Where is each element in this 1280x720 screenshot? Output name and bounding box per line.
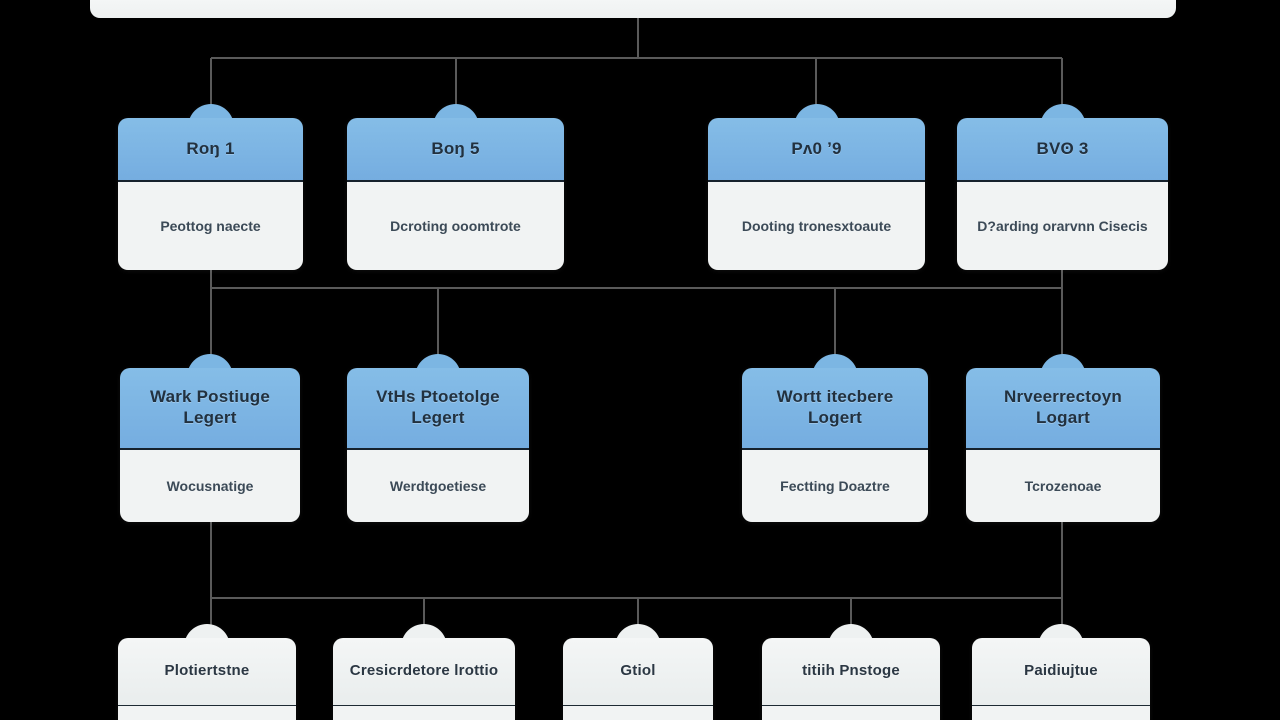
node-title: Pʌ0 ʼ9 (708, 118, 925, 182)
node-title: Boŋ 5 (347, 118, 564, 182)
node-title: Wark Postiuge Legert (120, 368, 300, 450)
node-subtitle: Werdtgoetiese (347, 450, 529, 522)
node-subtitle (563, 706, 713, 720)
node-subtitle: Dcroting ooomtrote (347, 182, 564, 270)
node-subtitle (972, 706, 1150, 720)
node-subtitle: Fectting Doaztre (742, 450, 928, 522)
node-row2-3[interactable]: Wortt itecbere Logert Fectting Doaztre (742, 354, 928, 522)
node-row1-2[interactable]: Boŋ 5 Dcroting ooomtrote (347, 104, 564, 270)
node-title: BVʘ 3 (957, 118, 1168, 182)
node-title: Wortt itecbere Logert (742, 368, 928, 450)
node-row1-3[interactable]: Pʌ0 ʼ9 Dooting tronesxtoaute (708, 104, 925, 270)
node-row3-3[interactable]: Gtiol (563, 624, 713, 720)
node-title: VtHs Ptoetolge Legert (347, 368, 529, 450)
node-title: Gtiol (563, 638, 713, 706)
node-subtitle: Dooting tronesxtoaute (708, 182, 925, 270)
node-title: Paidiujtue (972, 638, 1150, 706)
node-row1-4[interactable]: BVʘ 3 D?arding orarvnn Cisecis (957, 104, 1168, 270)
node-title: Nrveerrectoyn Logart (966, 368, 1160, 450)
node-row2-1[interactable]: Wark Postiuge Legert Wocusnatige (120, 354, 300, 522)
node-subtitle (762, 706, 940, 720)
node-row1-1[interactable]: Roŋ 1 Peottog naecte (118, 104, 303, 270)
node-subtitle: Peottog naecte (118, 182, 303, 270)
node-title: Roŋ 1 (118, 118, 303, 182)
node-row3-4[interactable]: titiih Pnstoge (762, 624, 940, 720)
node-subtitle: D?arding orarvnn Cisecis (957, 182, 1168, 270)
node-subtitle: Tcrozenoae (966, 450, 1160, 522)
node-title: Plotiertstne (118, 638, 296, 706)
node-row3-5[interactable]: Paidiujtue (972, 624, 1150, 720)
node-title: titiih Pnstoge (762, 638, 940, 706)
root-node[interactable] (90, 0, 1176, 18)
node-row3-2[interactable]: Cresicrdetore lrottio (333, 624, 515, 720)
node-subtitle: Wocusnatige (120, 450, 300, 522)
node-row3-1[interactable]: Plotiertstne (118, 624, 296, 720)
node-row2-4[interactable]: Nrveerrectoyn Logart Tcrozenoae (966, 354, 1160, 522)
node-row2-2[interactable]: VtHs Ptoetolge Legert Werdtgoetiese (347, 354, 529, 522)
node-subtitle (118, 706, 296, 720)
node-title: Cresicrdetore lrottio (333, 638, 515, 706)
node-subtitle (333, 706, 515, 720)
